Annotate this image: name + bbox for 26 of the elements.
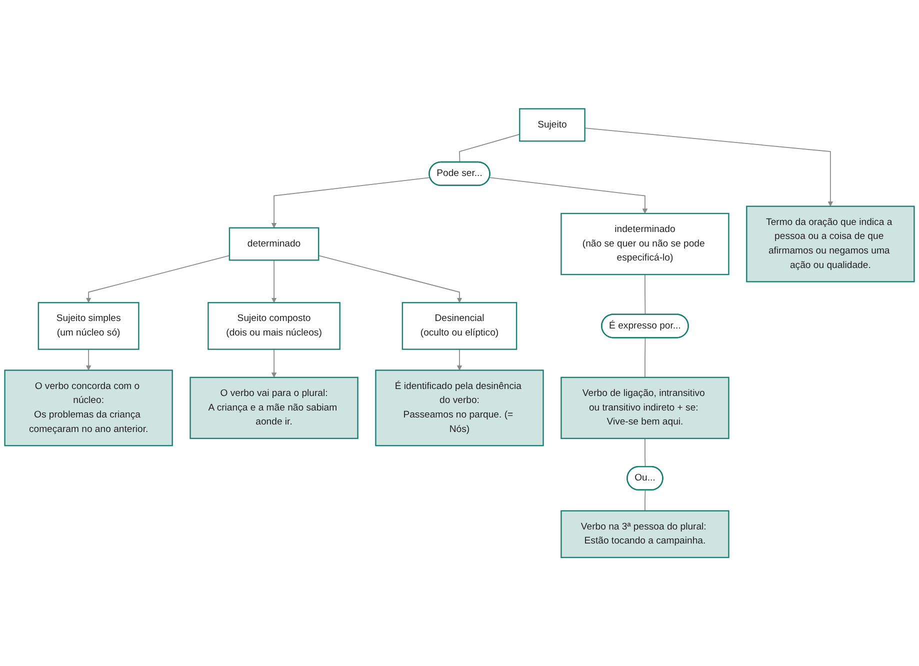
node-box: Termo da oração que indica a pessoa ou a coisa de que afirmamos ou negamos uma ação ou qualidade. [746,206,915,282]
node-box: Verbo na 3ª pessoa do plural: Estão tocando a campainha. [560,510,730,558]
connector [644,337,646,378]
node-box: Sujeito simples (um núcleo só) [38,302,140,350]
arrow [489,176,648,214]
arrow [86,254,230,303]
arrow [584,127,834,206]
arrow [86,348,92,370]
node-box: Verbo de ligação, intransitivo ou transitivo indireto + se: Vive-se bem aqui. [560,376,730,439]
node-box: determinado [228,227,320,261]
node-box: O verbo vai para o plural: A criança e a mãe não sabiam aonde ir. [190,376,358,439]
arrow [318,254,462,303]
arrow [271,260,277,303]
connector [459,134,520,163]
node-box: Sujeito composto (dois ou mais núcleos) [208,302,340,350]
arrow [271,176,430,228]
node-box: É identificado pela desinência do verbo: Passeamos no parque. (= Nós) [375,370,544,446]
arrow [456,348,462,370]
node-box: Sujeito [519,108,586,142]
connector [644,438,646,468]
node-box: indeterminado (não se quer ou não se pode especificá-lo) [560,212,730,275]
connector [644,490,646,512]
connector [644,274,646,315]
arrow [271,348,277,378]
node-box: Desinencial (oculto ou elíptico) [402,302,518,350]
node-box: O verbo concorda com o núcleo: Os problemas da criança começaram no ano anterior. [4,370,173,446]
